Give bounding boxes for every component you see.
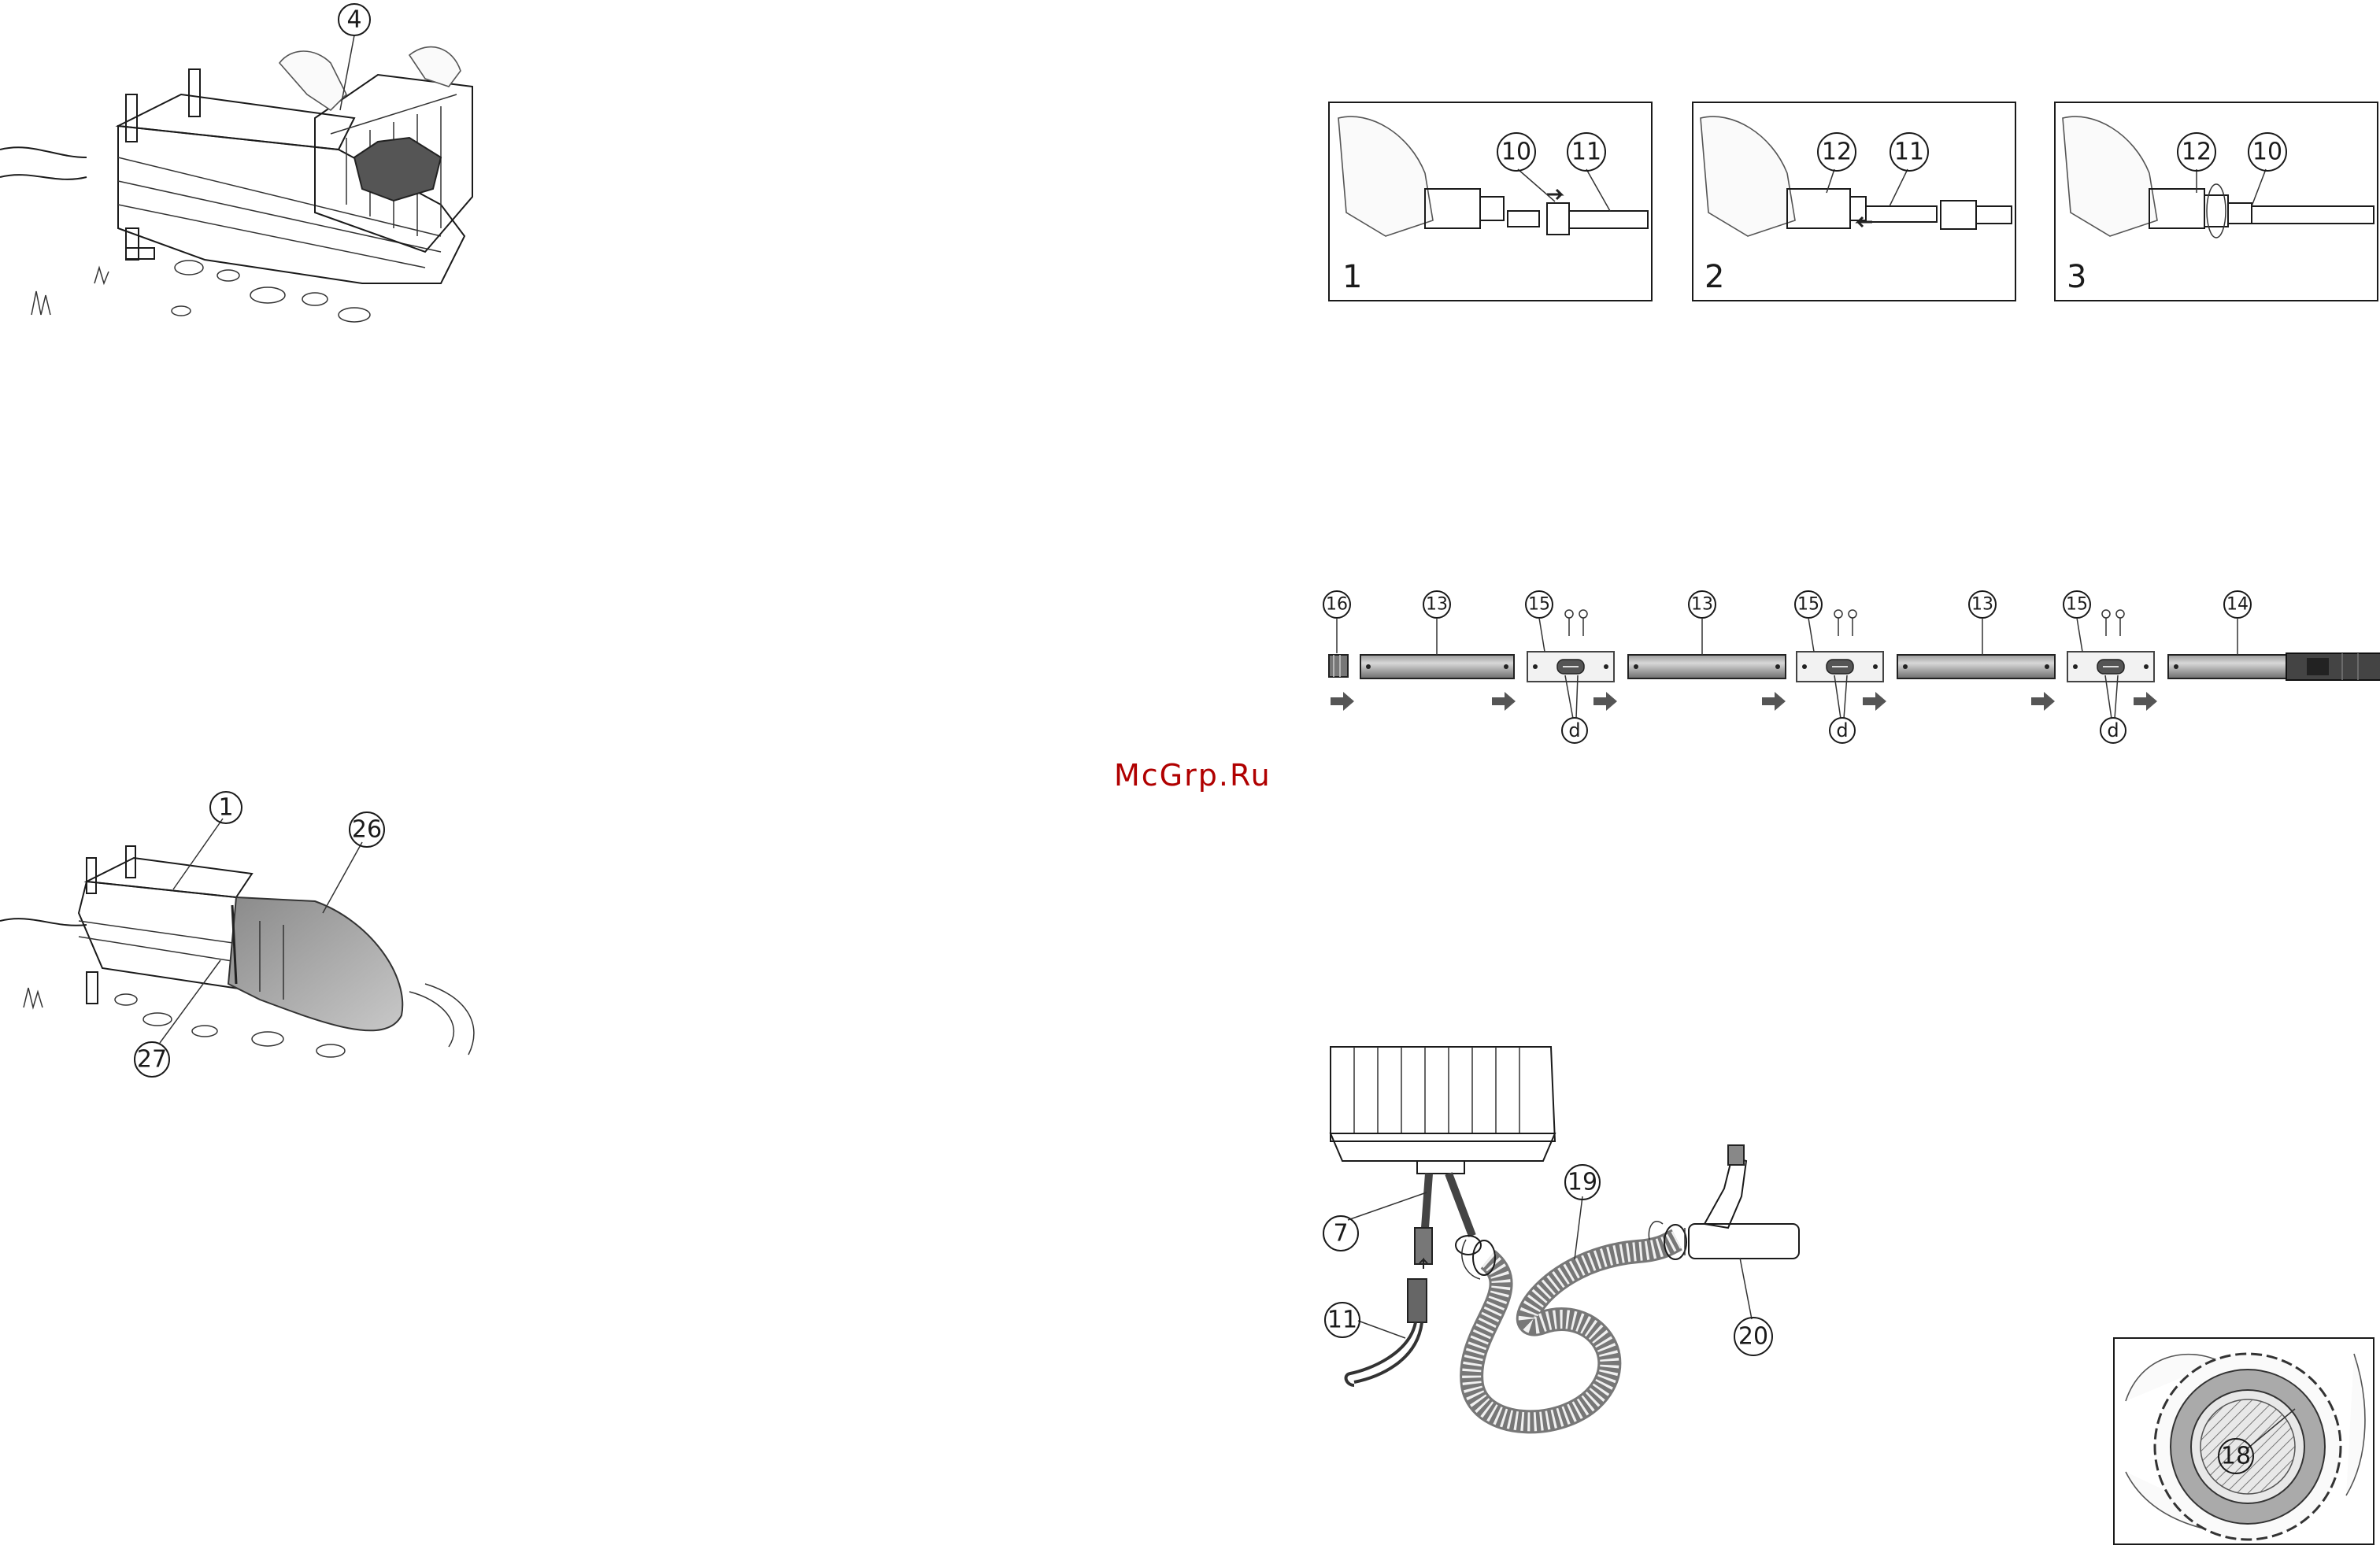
screws-2 [1834, 610, 1856, 636]
pipe-callout-d1: d [1568, 719, 1580, 741]
panel3-callout-10: 10 [2252, 139, 2282, 166]
callout-26: 26 [352, 816, 382, 844]
hose-callout-7: 7 [1333, 1220, 1348, 1248]
pipe-callout-14: 14 [2226, 595, 2249, 615]
illustration-hose-connection: 7 11 19 20 [1323, 1047, 1799, 1421]
panel3-callout-12: 12 [2182, 139, 2212, 166]
pipe-callout-13c: 13 [1971, 595, 1993, 615]
pipe-callout-d2: d [1836, 719, 1848, 741]
illustration-basket: 4 [0, 4, 472, 322]
panel1-callout-10: 10 [1501, 139, 1531, 166]
pipe-callout-15c: 15 [2066, 595, 2088, 615]
pipe-callout-15a: 15 [1528, 595, 1550, 615]
screws-1 [1565, 610, 1587, 636]
pipe-callout-16: 16 [1326, 595, 1348, 615]
pipe-assembly: 16 13 15 d 13 15 [1323, 591, 2380, 743]
pipe-callout-d3: d [2107, 719, 2119, 741]
inset-strainer: 18 [2114, 1338, 2374, 1544]
callout-1: 1 [218, 794, 233, 822]
panel-2: 12 11 2 [1693, 102, 2015, 301]
direction-arrows [1331, 692, 2157, 711]
pipe-callout-13b: 13 [1691, 595, 1713, 615]
hose-callout-20: 20 [1738, 1323, 1768, 1351]
panel2-callout-12: 12 [1822, 139, 1852, 166]
screws-3 [2102, 610, 2124, 636]
panel2-callout-11: 11 [1894, 139, 1924, 166]
pipe-callout-15b: 15 [1797, 595, 1819, 615]
callout-27: 27 [137, 1046, 167, 1074]
panel-3-number: 3 [2067, 259, 2086, 295]
watermark: McGrp.Ru [1114, 758, 1271, 793]
panel-2-number: 2 [1704, 259, 1724, 295]
callout-4: 4 [346, 6, 361, 34]
panel1-callout-11: 11 [1571, 139, 1601, 166]
illustration-bag: 1 26 27 [0, 792, 474, 1077]
inset-callout-18: 18 [2221, 1443, 2251, 1470]
panel-1: 10 11 1 [1329, 102, 1652, 301]
pipe-callout-13a: 13 [1426, 595, 1448, 615]
panel-1-number: 1 [1342, 259, 1362, 295]
hose-callout-19: 19 [1568, 1169, 1597, 1196]
hose-callout-11: 11 [1327, 1307, 1357, 1334]
panel-3: 12 10 3 [2055, 102, 2378, 301]
